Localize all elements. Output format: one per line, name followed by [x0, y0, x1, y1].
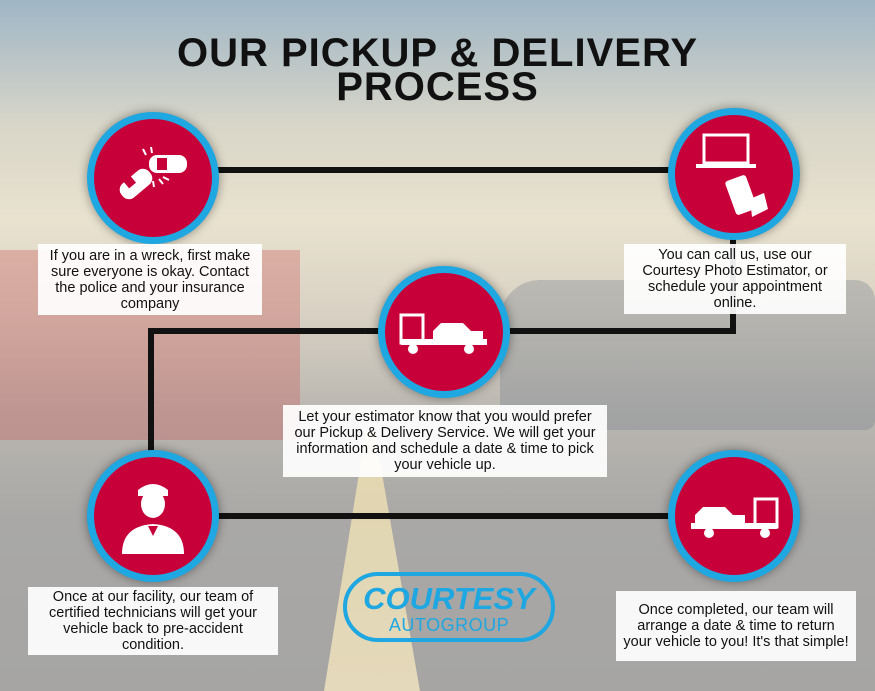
- page-title: OUR PICKUP & DELIVERY PROCESS: [0, 31, 875, 109]
- connector-line: [210, 167, 680, 173]
- car-crash-icon: [119, 146, 187, 200]
- step-5-text: Once completed, our team will arrange a …: [616, 591, 856, 661]
- step-4-circle: [87, 450, 219, 582]
- step-2-circle: [668, 108, 800, 240]
- step-5-circle: [668, 450, 800, 582]
- step-2-text: You can call us, use our Courtesy Photo …: [624, 244, 846, 314]
- step-1-text: If you are in a wreck, first make sure e…: [38, 244, 262, 315]
- step-1-circle: [87, 112, 219, 244]
- connector-line: [500, 328, 736, 334]
- courtesy-autogroup-logo: COURTESY AUTOGROUP: [343, 572, 555, 642]
- connector-line: [148, 328, 388, 334]
- title-line-1: OUR PICKUP & DELIVERY: [176, 31, 699, 75]
- step-4-text: Once at our facility, our team of certif…: [28, 587, 278, 655]
- title-line-2: PROCESS: [336, 65, 539, 109]
- tow-truck-icon: [399, 313, 487, 354]
- step-3-text: Let your estimator know that you would p…: [283, 405, 607, 477]
- connector-line: [210, 513, 680, 519]
- logo-line-1: COURTESY: [363, 581, 535, 616]
- laptop-phone-icon: [696, 133, 768, 217]
- logo-line-2: AUTOGROUP: [388, 615, 510, 635]
- connector-line: [148, 328, 154, 458]
- step-3-circle: [378, 266, 510, 398]
- tow-truck-icon: [691, 497, 779, 538]
- technician-icon: [122, 484, 184, 554]
